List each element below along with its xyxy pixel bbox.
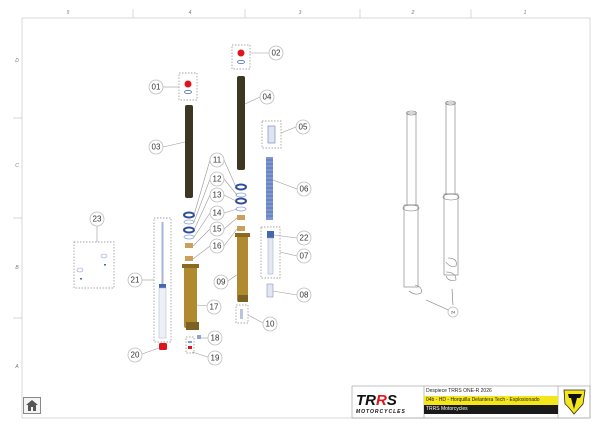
svg-text:07: 07 [300, 252, 309, 261]
title-line-3: TRRS Motorcycles [426, 406, 468, 412]
home-icon [26, 400, 38, 411]
zone-col-5: 5 [67, 10, 70, 16]
callout-18[interactable]: 18 [207, 330, 223, 346]
svg-text:18: 18 [211, 334, 220, 343]
part-07-damper-rod[interactable] [260, 226, 281, 279]
svg-text:05: 05 [299, 123, 308, 132]
svg-text:15: 15 [213, 225, 222, 234]
callout-22[interactable]: 22 [296, 230, 312, 246]
svg-text:20: 20 [131, 351, 140, 360]
callout-20[interactable]: 20 [127, 347, 143, 363]
callout-24[interactable]: 24 [447, 306, 459, 318]
part-17-lower-leg[interactable] [182, 264, 199, 330]
callout-13[interactable]: 13 [209, 187, 225, 203]
callout-14[interactable]: 14 [209, 205, 225, 221]
zone-col-3: 3 [299, 10, 302, 16]
part-04-fork-tube[interactable] [237, 76, 245, 170]
svg-text:13: 13 [213, 191, 222, 200]
svg-text:11: 11 [213, 156, 222, 165]
part-05-cartridge-top[interactable] [261, 120, 282, 149]
assembled-fork-view[interactable] [402, 100, 460, 313]
part-03-fork-tube[interactable] [185, 105, 193, 198]
callout-08[interactable]: 08 [296, 287, 312, 303]
home-button[interactable] [23, 397, 41, 414]
title-line-2: 04b - HD - Horquilla Delantera Tech - Ex… [426, 397, 540, 403]
part-18-screw[interactable] [197, 335, 201, 339]
callout-19[interactable]: 19 [207, 350, 223, 366]
part-20-bottom-cap[interactable] [159, 343, 167, 350]
part-10-bolt-kit[interactable] [235, 304, 249, 324]
callout-04[interactable]: 04 [259, 89, 275, 105]
callout-12[interactable]: 12 [209, 171, 225, 187]
svg-text:04: 04 [263, 93, 272, 102]
title-line-1: Despiece TRRS ONE-R 2026 [426, 388, 492, 394]
svg-text:14: 14 [213, 209, 222, 218]
svg-text:08: 08 [300, 291, 309, 300]
zone-row-a: A [14, 364, 19, 370]
part-08-bushing[interactable] [266, 283, 274, 298]
svg-text:01: 01 [152, 83, 161, 92]
zone-col-4: 4 [189, 10, 192, 16]
svg-text:12: 12 [213, 175, 222, 184]
part-seals-right[interactable] [235, 183, 247, 232]
callout-03[interactable]: 03 [148, 139, 164, 155]
part-19-valve-kit[interactable] [185, 336, 195, 354]
part-01-cap[interactable] [178, 72, 198, 101]
zone-row-c: C [15, 163, 19, 169]
svg-text:23: 23 [93, 215, 102, 224]
title-highlight [424, 396, 558, 405]
svg-text:10: 10 [266, 320, 275, 329]
callout-05[interactable]: 05 [295, 119, 311, 135]
part-23-seal-kit[interactable] [73, 241, 115, 289]
svg-text:06: 06 [300, 185, 309, 194]
zone-row-b: B [15, 265, 19, 271]
zone-row-d: D [15, 58, 19, 64]
zone-col-1: 1 [524, 10, 527, 16]
svg-text:16: 16 [213, 242, 222, 251]
svg-text:21: 21 [131, 276, 140, 285]
callout-02[interactable]: 02 [268, 45, 284, 61]
drawing-frame [13, 9, 591, 419]
callout-23[interactable]: 23 [89, 211, 105, 227]
svg-text:02: 02 [272, 49, 281, 58]
callout-01[interactable]: 01 [148, 79, 164, 95]
part-seals-left[interactable] [183, 211, 195, 262]
svg-text:09: 09 [217, 278, 226, 287]
trrs-shield-logo [563, 389, 586, 415]
part-21-cartridge[interactable] [153, 217, 172, 343]
svg-text:19: 19 [211, 354, 220, 363]
callout-06[interactable]: 06 [296, 181, 312, 197]
zone-col-2: 2 [411, 10, 415, 16]
svg-text:MOTORCYCLES: MOTORCYCLES [356, 409, 406, 415]
part-09-lower-leg[interactable] [235, 233, 250, 302]
svg-text:22: 22 [300, 234, 309, 243]
svg-text:03: 03 [152, 143, 161, 152]
callout-07[interactable]: 07 [296, 248, 312, 264]
svg-text:24: 24 [451, 310, 456, 315]
callout-16[interactable]: 16 [209, 238, 225, 254]
title-dark-bar [424, 405, 558, 414]
part-02-cap[interactable] [231, 44, 251, 70]
leader-lines [96, 52, 298, 358]
callout-10[interactable]: 10 [262, 316, 278, 332]
svg-text:TRRS: TRRS [356, 392, 397, 409]
callout-09[interactable]: 09 [213, 274, 229, 290]
callout-15[interactable]: 15 [209, 221, 225, 237]
callout-21[interactable]: 21 [127, 272, 143, 288]
svg-text:17: 17 [210, 303, 219, 312]
part-06-spring[interactable] [266, 157, 273, 220]
trrs-logo: TRRS MOTORCYCLES [356, 392, 406, 415]
callout-11[interactable]: 11 [209, 152, 225, 168]
callout-17[interactable]: 17 [206, 299, 222, 315]
